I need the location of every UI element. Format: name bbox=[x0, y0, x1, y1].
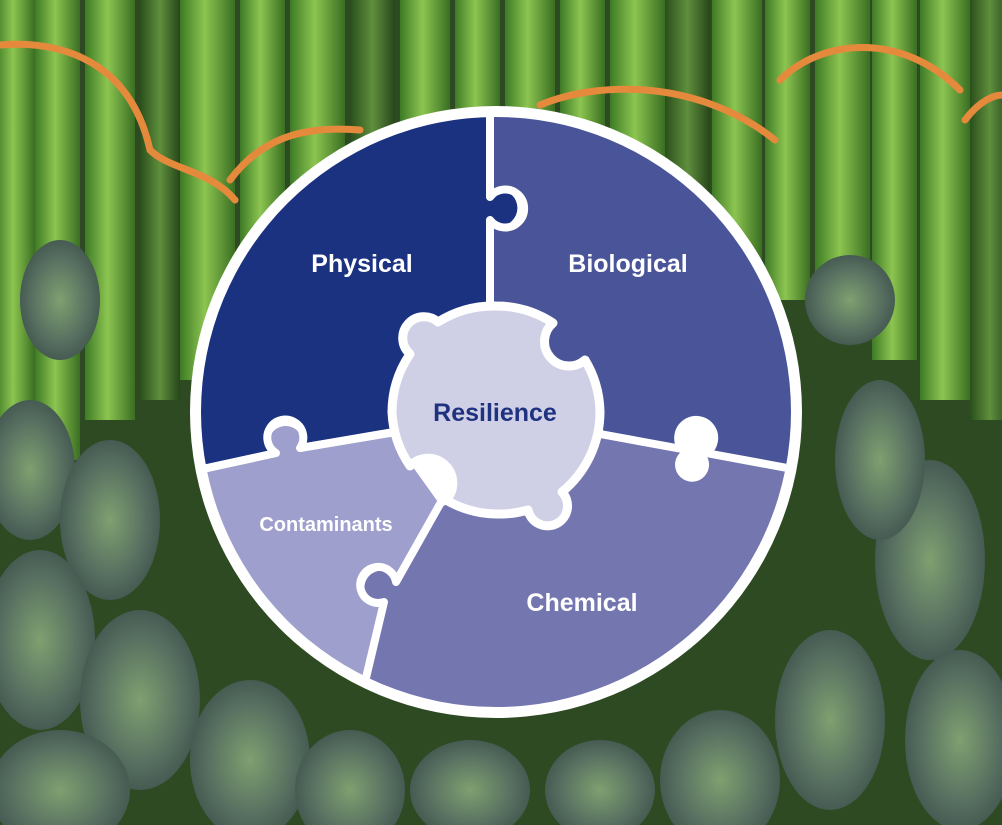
label-chemical: Chemical bbox=[526, 589, 637, 617]
label-biological: Biological bbox=[568, 250, 687, 278]
center-piece[interactable] bbox=[387, 301, 605, 531]
segment-dividers bbox=[201, 117, 791, 707]
label-resilience: Resilience bbox=[433, 399, 557, 427]
label-physical: Physical bbox=[311, 250, 412, 278]
label-contaminants: Contaminants bbox=[259, 514, 392, 536]
